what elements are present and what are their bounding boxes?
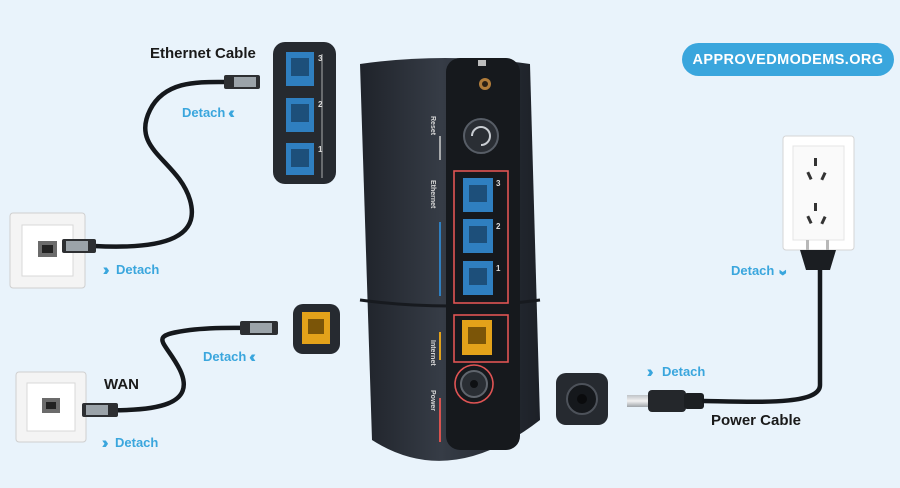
rj45-connector-wan[interactable] bbox=[240, 321, 278, 335]
dc-barrel-plug[interactable] bbox=[627, 390, 704, 412]
detach-power-outlet: Detach ›› bbox=[731, 263, 775, 278]
router-wan-port[interactable] bbox=[453, 314, 509, 363]
detach-wan-top: Detach ‹‹ bbox=[203, 348, 257, 365]
router-port-number: 2 bbox=[496, 222, 501, 231]
ethernet-cable-label: Ethernet Cable bbox=[150, 45, 256, 62]
closeup-port-number: 1 bbox=[318, 145, 323, 154]
brand-badge[interactable]: APPROVEDMODEMS.ORG bbox=[682, 43, 894, 76]
rj45-connector-wall[interactable] bbox=[62, 239, 96, 253]
ethernet-label: Ethernet bbox=[429, 180, 436, 209]
wan-wall-jack bbox=[15, 371, 87, 443]
power-plug[interactable] bbox=[800, 240, 836, 270]
power-port-closeup bbox=[556, 373, 608, 425]
detach-ethernet-wall: ›› Detach bbox=[104, 261, 160, 278]
router-body bbox=[359, 58, 541, 461]
router-port-number: 3 bbox=[496, 179, 501, 188]
closeup-port-number: 3 bbox=[318, 54, 323, 63]
power-label: Power bbox=[429, 390, 436, 412]
ethernet-cable bbox=[91, 79, 229, 249]
router-port-number: 1 bbox=[496, 264, 501, 273]
wall-outlet bbox=[782, 135, 855, 251]
reset-label: Reset bbox=[429, 116, 436, 136]
detach-wan-wall: ›› Detach bbox=[103, 434, 159, 451]
rj45-connector-wan-wall[interactable] bbox=[82, 403, 118, 417]
router-power-port[interactable] bbox=[454, 364, 494, 404]
wan-cable bbox=[93, 325, 253, 413]
wan-port-closeup bbox=[293, 304, 340, 354]
detach-power-barrel: ›› Detach bbox=[648, 363, 706, 380]
power-cable bbox=[701, 265, 823, 404]
detach-ethernet-top: Detach ‹‹ bbox=[182, 104, 236, 121]
wan-label: WAN bbox=[104, 376, 139, 393]
ethernet-ports-closeup bbox=[273, 42, 336, 184]
internet-label: Internet bbox=[429, 340, 436, 366]
power-cable-label: Power Cable bbox=[711, 412, 802, 429]
router-ethernet-ports[interactable] bbox=[453, 170, 509, 304]
closeup-port-number: 2 bbox=[318, 100, 323, 109]
rj45-connector-top[interactable] bbox=[224, 75, 260, 89]
